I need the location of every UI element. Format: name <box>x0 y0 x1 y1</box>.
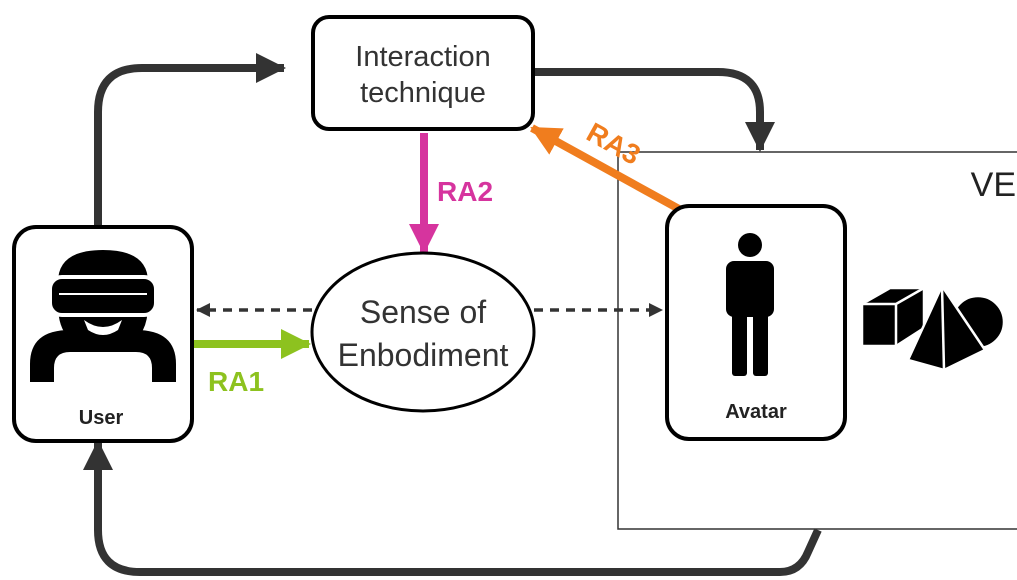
ve-label: VE <box>971 166 1016 204</box>
ra2-label: RA2 <box>437 176 493 207</box>
technique-to-environment-arrow <box>533 68 775 152</box>
sense-of-embodiment-line1: Sense of <box>360 294 486 330</box>
environment-to-user-arrow <box>83 440 822 576</box>
vr-headset-user-icon <box>30 250 176 382</box>
avatar-label: Avatar <box>725 401 787 423</box>
geometric-shapes-icon <box>860 284 1006 372</box>
person-silhouette-icon <box>726 233 774 376</box>
sense-of-embodiment-line2: Enbodiment <box>338 337 509 373</box>
interaction-technique-line2: technique <box>360 77 486 109</box>
ra3-arrow <box>530 124 681 213</box>
interaction-technique-box <box>311 15 535 131</box>
sense-of-embodiment-ellipse <box>310 251 536 413</box>
interaction-technique-line1: Interaction <box>355 41 490 73</box>
user-to-technique-arrow <box>94 53 286 226</box>
user-label: User <box>79 407 124 429</box>
ra1-label: RA1 <box>208 366 264 397</box>
